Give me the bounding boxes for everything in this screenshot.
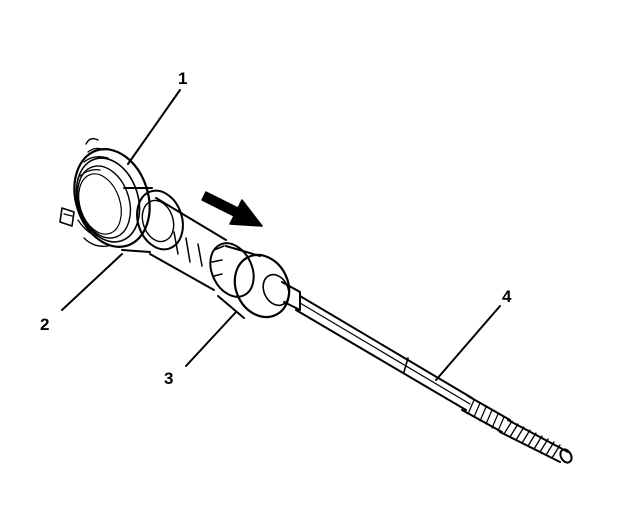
leader-line-3 [185, 311, 237, 367]
tool-body [149, 197, 291, 319]
leader-line-4 [435, 305, 501, 381]
leader-line-2 [61, 253, 123, 311]
threaded-shaft [281, 281, 573, 464]
callout-4: 4 [502, 287, 512, 306]
callout-1: 1 [178, 69, 187, 88]
leader-line-1 [127, 89, 181, 165]
callouts: 1 2 3 4 [40, 69, 512, 388]
callout-2: 2 [40, 315, 49, 334]
arrow-down-right-icon [201, 191, 263, 227]
callout-3: 3 [164, 369, 173, 388]
housing-assembly [59, 137, 184, 253]
leader-lines [61, 89, 501, 381]
